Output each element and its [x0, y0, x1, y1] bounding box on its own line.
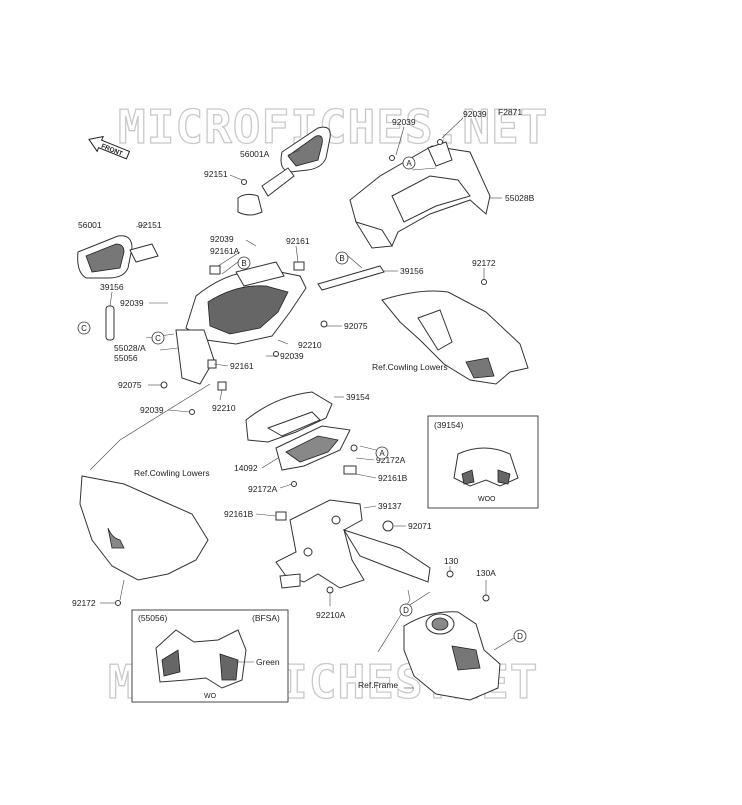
figure-code: F2871	[498, 107, 522, 117]
ref-cowling-lowers-right: Ref.Cowling Lowers	[372, 362, 448, 372]
frame-area	[403, 611, 501, 701]
strip-39156	[317, 265, 385, 291]
inset-55056-tag: (BFSA)	[252, 613, 280, 623]
label-92161-mid: 92161	[230, 361, 254, 371]
label-92151-b: 92151	[138, 220, 162, 230]
label-130: 130	[444, 556, 458, 566]
upper-cowl-55028a	[175, 261, 307, 385]
inner-panel-14092	[275, 425, 351, 471]
label-56001: 56001	[78, 220, 102, 230]
label-92039-low: 92039	[140, 405, 164, 415]
label-130a: 130A	[476, 568, 496, 578]
inset-55056-title: (55056)	[138, 613, 167, 623]
label-92172-low: 92172	[72, 598, 96, 608]
label-92210-a: 92210	[298, 340, 322, 350]
callout-b-right: B	[339, 254, 344, 263]
mirror-right-56001a	[237, 126, 331, 216]
part-labels: 92039 92039 56001A 92151 55028B 56001 92…	[72, 109, 535, 620]
callout-a-top: A	[406, 159, 412, 168]
stay-bracket-39137	[275, 499, 431, 589]
callout-a-low: A	[379, 449, 385, 458]
ref-frame: Ref.Frame	[358, 680, 398, 690]
side-cowl-right	[381, 290, 529, 385]
inset-39154-title: (39154)	[434, 420, 463, 430]
label-92039-left: 92039	[120, 298, 144, 308]
label-14092: 14092	[234, 463, 258, 473]
inset-55056: (55056) (BFSA) Green WO	[131, 609, 289, 703]
callout-b-left: B	[241, 259, 246, 268]
label-39156-left: 39156	[100, 282, 124, 292]
label-92210a: 92210A	[316, 610, 346, 620]
callout-d-right: D	[517, 632, 523, 641]
label-39137: 39137	[378, 501, 402, 511]
label-92172-top: 92172	[472, 258, 496, 268]
label-55028a: 55028/A	[114, 343, 146, 353]
label-92039-mid: 92039	[210, 234, 234, 244]
callouts: A B C B C A D D	[77, 156, 527, 643]
label-92210-b: 92210	[212, 403, 236, 413]
label-92071: 92071	[408, 521, 432, 531]
reference-labels: Ref.Cowling Lowers Ref.Cowling Lowers Re…	[134, 362, 448, 690]
hardware-bits	[115, 139, 490, 606]
label-92172a-r: 92172A	[376, 455, 406, 465]
ref-cowling-lowers-left: Ref.Cowling Lowers	[134, 468, 210, 478]
label-92151-a: 92151	[204, 169, 228, 179]
callout-c-mid: C	[155, 334, 161, 343]
label-92161b-l: 92161B	[224, 509, 254, 519]
label-92039-top: 92039	[392, 117, 416, 127]
callout-d-left: D	[403, 606, 409, 615]
label-92172a-l: 92172A	[248, 484, 278, 494]
strip-39156-left	[105, 305, 115, 341]
mirror-left-56001	[77, 235, 159, 279]
inset-39154-caption: WOO	[478, 496, 496, 503]
label-55028b: 55028B	[505, 193, 535, 203]
label-39154: 39154	[346, 392, 370, 402]
label-39156-right: 39156	[400, 266, 424, 276]
side-cowl-left	[79, 475, 209, 581]
inset-39154: (39154) WOO	[427, 415, 539, 509]
watermark-top: MICROFICHES.NET	[118, 100, 548, 154]
label-92039-c: 92039	[280, 351, 304, 361]
label-92039-top2: 92039	[463, 109, 487, 119]
label-92161a: 92161A	[210, 246, 240, 256]
leader-lines	[89, 117, 515, 689]
label-92075-right: 92075	[344, 321, 368, 331]
label-56001a: 56001A	[240, 149, 270, 159]
windshield-39154	[245, 391, 333, 443]
label-55056: 55056	[114, 353, 138, 363]
inset-55056-color: Green	[256, 657, 280, 667]
label-92161-top: 92161	[286, 236, 310, 246]
inset-55056-caption: WO	[204, 693, 217, 700]
label-92161b-r: 92161B	[378, 473, 408, 483]
upper-cowl-55028b	[349, 141, 491, 249]
label-92075-left: 92075	[118, 380, 142, 390]
callout-c-left: C	[81, 324, 87, 333]
